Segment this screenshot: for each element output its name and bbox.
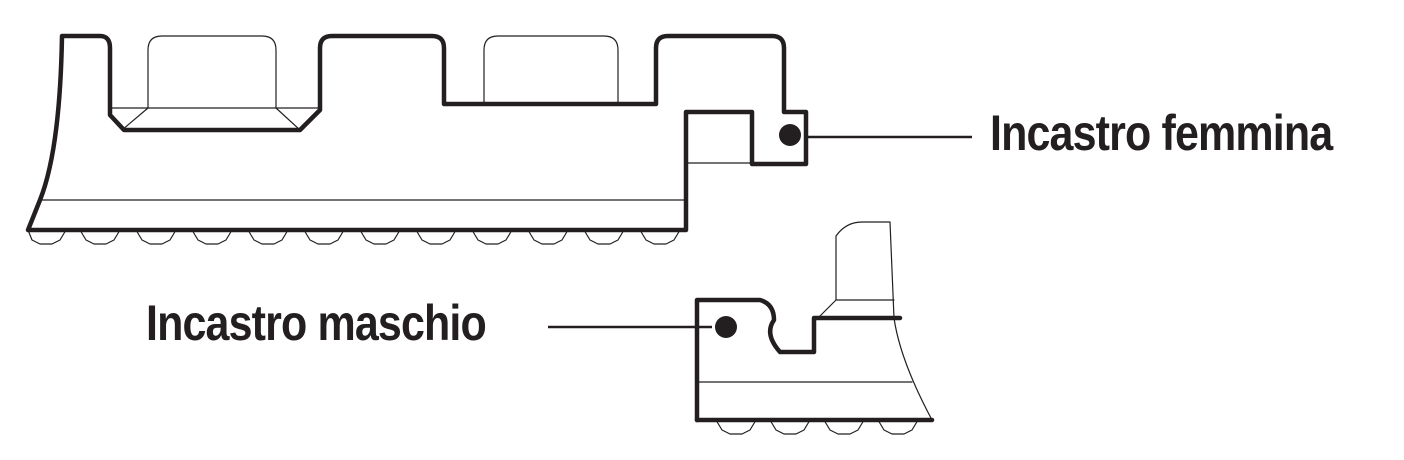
- female-slot-chamfer: [111, 107, 321, 131]
- female-lug-outline-1: [147, 35, 277, 109]
- female-bottom-studs: [27, 229, 681, 245]
- male-tab-outline: [835, 221, 895, 319]
- male-bottom-studs: [715, 419, 919, 435]
- female-lug-outline-2: [483, 35, 619, 105]
- male-joint-dot: [715, 316, 737, 338]
- male-joint-label: Incastro maschio: [146, 295, 487, 351]
- female-joint-label: Incastro femmina: [990, 105, 1333, 161]
- male-outline: [694, 297, 903, 423]
- female-tile-piece: [25, 33, 809, 245]
- female-outline: [25, 33, 809, 233]
- male-tab-chamfer: [817, 299, 895, 319]
- male-tile-piece: [694, 221, 935, 435]
- male-right-edge: [893, 317, 933, 421]
- female-joint-dot: [779, 124, 801, 146]
